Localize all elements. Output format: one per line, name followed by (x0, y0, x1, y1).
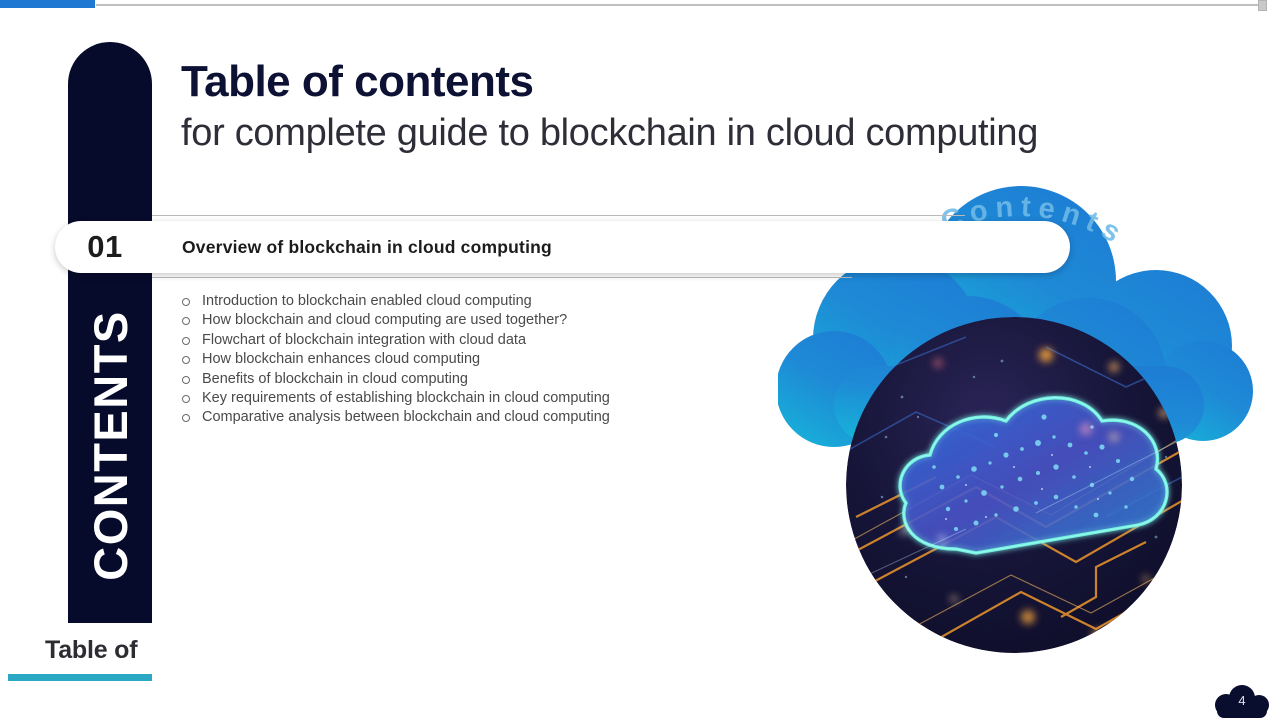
section-pill[interactable]: 01 Overview of blockchain in cloud compu… (55, 221, 1070, 273)
list-item[interactable]: Flowchart of blockchain integration with… (181, 331, 610, 350)
sidebar-vertical-label: CONTENTS (68, 42, 152, 623)
divider-line-bottom (152, 277, 852, 278)
list-item[interactable]: Introduction to blockchain enabled cloud… (181, 292, 610, 311)
page-subtitle: for complete guide to blockchain in clou… (181, 112, 1039, 155)
contents-sidebar: CONTENTS (68, 42, 152, 623)
section-title: Overview of blockchain in cloud computin… (182, 236, 552, 257)
list-item[interactable]: Benefits of blockchain in cloud computin… (181, 370, 610, 389)
top-progress-bar (0, 0, 95, 8)
digital-cloud-photo (846, 317, 1182, 653)
list-item[interactable]: How blockchain and cloud computing are u… (181, 311, 610, 330)
page-heading: Table of contents for complete guide to … (181, 57, 1039, 156)
contents-list: Introduction to blockchain enabled cloud… (181, 292, 610, 428)
list-item[interactable]: Key requirements of establishing blockch… (181, 389, 610, 408)
section-number: 01 (87, 229, 123, 264)
divider-line-top (152, 215, 965, 216)
footer-underline (8, 674, 152, 681)
ruler-handle[interactable] (1258, 0, 1267, 11)
page-title: Table of contents (181, 57, 534, 106)
list-item[interactable]: Comparative analysis between blockchain … (181, 408, 610, 427)
footer-label: Table of (45, 636, 138, 664)
page-number: 4 (1238, 693, 1246, 708)
sidebar-label-text: CONTENTS (83, 310, 137, 581)
page-number-cloud: 4 (1212, 684, 1272, 718)
list-item[interactable]: How blockchain enhances cloud computing (181, 350, 610, 369)
top-ruler-line (96, 4, 1262, 6)
